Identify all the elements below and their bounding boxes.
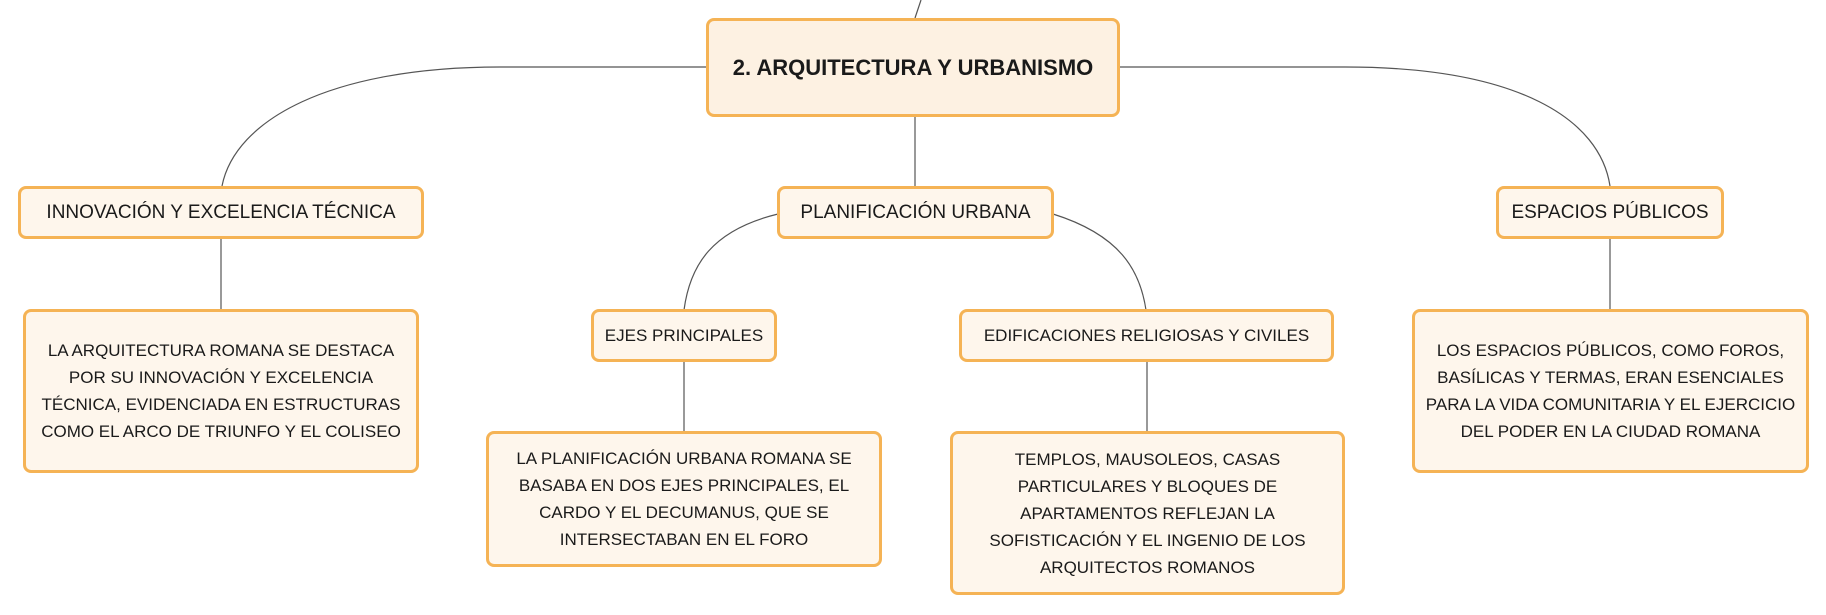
connector-root-innovation <box>221 66 706 187</box>
public-spaces-description[interactable]: LOS ESPACIOS PÚBLICOS, COMO FOROS, BASÍL… <box>1412 309 1809 473</box>
root-node-title[interactable]: 2. ARQUITECTURA Y URBANISMO <box>706 18 1120 117</box>
topic-innovation[interactable]: INNOVACIÓN Y EXCELENCIA TÉCNICA <box>18 186 424 239</box>
ejes-description[interactable]: LA PLANIFICACIÓN URBANA ROMANA SE BASABA… <box>486 431 882 567</box>
subtopic-ejes-principales[interactable]: EJES PRINCIPALES <box>591 309 777 362</box>
connector-root-parent <box>914 0 922 19</box>
connector-urban-edificaciones <box>1052 213 1147 311</box>
topic-urban-planning[interactable]: PLANIFICACIÓN URBANA <box>777 186 1054 239</box>
connector-root-public-spaces <box>1120 66 1611 187</box>
innovation-description[interactable]: LA ARQUITECTURA ROMANA SE DESTACA POR SU… <box>23 309 419 473</box>
subtopic-edificaciones[interactable]: EDIFICACIONES RELIGIOSAS Y CIVILES <box>959 309 1334 362</box>
edificaciones-description[interactable]: TEMPLOS, MAUSOLEOS, CASAS PARTICULARES Y… <box>950 431 1345 595</box>
connector-urban-ejes <box>683 213 779 311</box>
topic-public-spaces[interactable]: ESPACIOS PÚBLICOS <box>1496 186 1724 239</box>
